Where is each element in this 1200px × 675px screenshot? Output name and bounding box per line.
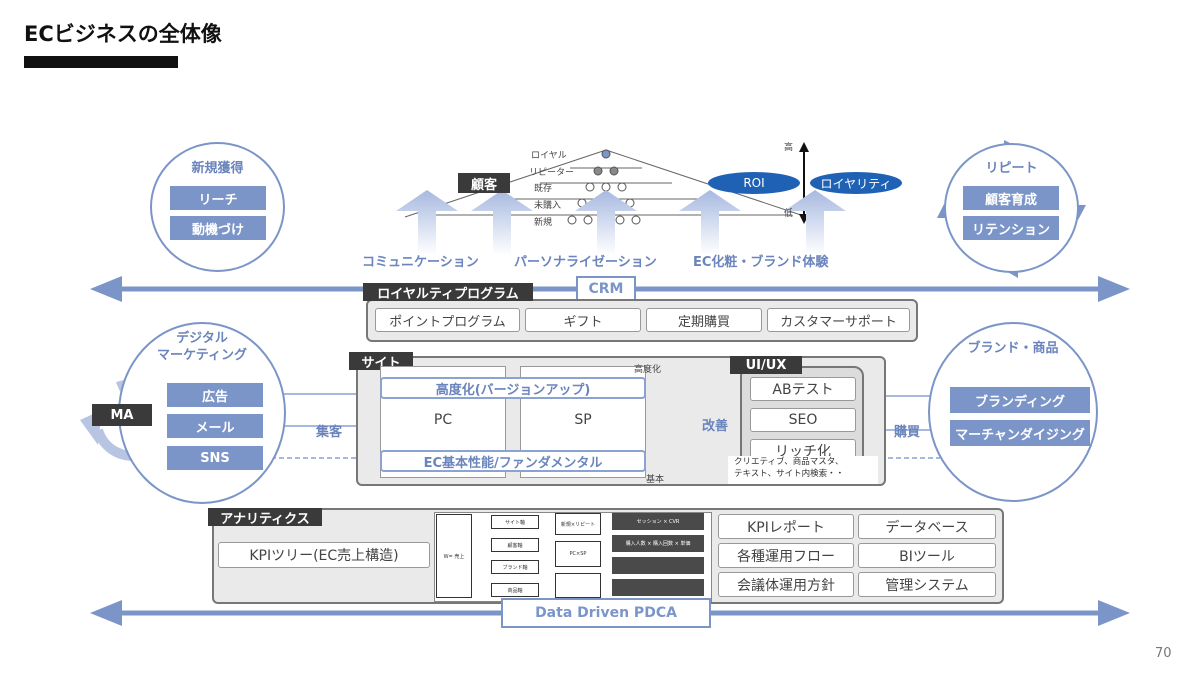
email-button[interactable]: メール xyxy=(167,414,263,438)
pc-label: PC xyxy=(433,412,453,428)
kaizen-label: 改善 xyxy=(701,418,728,434)
meeting-policy-box[interactable]: 会議体運用方針 xyxy=(718,572,854,597)
page-number: 70 xyxy=(1155,646,1172,661)
operation-flow-box[interactable]: 各種運用フロー xyxy=(718,543,854,568)
kpi-tree-box[interactable]: KPIツリー(EC売上構造) xyxy=(218,542,430,568)
kpi-node-new-repeat: 新規×リピート xyxy=(555,513,601,535)
pdca-label: Data Driven PDCA xyxy=(501,598,711,628)
gift-box[interactable]: ギフト xyxy=(525,308,641,332)
pyramid-level-loyal: ロイヤル xyxy=(531,151,567,161)
kpi-node-site: サイト軸 xyxy=(491,515,539,529)
customer-label: 顧客 xyxy=(458,173,510,193)
kpi-node-empty xyxy=(555,573,601,598)
merchandising-button[interactable]: マーチャンダイジング xyxy=(950,420,1090,446)
personalization-label: パーソナライゼーション xyxy=(514,255,657,270)
retention-button[interactable]: リテンション xyxy=(963,216,1059,240)
reach-button[interactable]: リーチ xyxy=(170,186,266,210)
ab-test-box[interactable]: ABテスト xyxy=(750,377,856,401)
upward-arrows xyxy=(396,190,846,255)
loyalty-ellipse: ロイヤリティ xyxy=(810,172,902,194)
axis-low-label: 低 xyxy=(784,209,794,219)
axis-high-label: 高 xyxy=(784,143,794,153)
pyramid-level-existing: 既存 xyxy=(534,184,553,194)
kpi-node-customer: 顧客軸 xyxy=(491,538,539,552)
acquisition-traffic-label: 集客 xyxy=(316,425,343,440)
kpi-node-brand: ブランド軸 xyxy=(491,560,539,574)
brand-experience-label: EC化粧・ブランド体験 xyxy=(693,255,829,270)
site-axis-bottom-label: 基本 xyxy=(646,475,665,485)
uiux-label: UI/UX xyxy=(730,356,802,374)
pyramid-level-unpurchased: 未購入 xyxy=(534,201,562,211)
digital-marketing-title: デジタル マーケティング xyxy=(157,331,247,363)
title-underline xyxy=(24,56,178,68)
kpi-node-pc-sp: PC×SP xyxy=(555,541,601,567)
branding-button[interactable]: ブランディング xyxy=(950,387,1090,413)
communication-label: コミュニケーション xyxy=(362,255,479,270)
kpi-tree-root: W= 売上 xyxy=(436,514,472,598)
kpi-node-product: 商品軸 xyxy=(491,583,539,597)
pyramid-level-new: 新規 xyxy=(534,218,553,228)
kpi-node-buyers-orders-price: 購入人数 × 購入回数 × 単価 xyxy=(612,535,704,552)
sp-label: SP xyxy=(574,412,592,428)
brand-title: ブランド・商品 xyxy=(967,341,1059,356)
database-box[interactable]: データベース xyxy=(858,514,996,539)
seo-box[interactable]: SEO xyxy=(750,408,856,432)
sns-button[interactable]: SNS xyxy=(167,446,263,470)
uiux-note: クリエティブ、商品マスタ、 テキスト、サイト内検索・・ xyxy=(728,456,878,484)
subscription-box[interactable]: 定期購買 xyxy=(646,308,762,332)
bi-tool-box[interactable]: BIツール xyxy=(858,543,996,568)
acquisition-title: 新規獲得 xyxy=(191,161,244,176)
kpi-node-session-cvr: セッション × CVR xyxy=(612,513,704,530)
ma-label: MA xyxy=(92,404,152,426)
site-axis-top-label: 高度化 xyxy=(634,365,662,375)
motivation-button[interactable]: 動機づけ xyxy=(170,216,266,240)
management-system-box[interactable]: 管理システム xyxy=(858,572,996,597)
kpi-node-dark-3 xyxy=(612,557,704,574)
pyramid-level-repeater: リピーター xyxy=(529,168,575,178)
roi-ellipse: ROI xyxy=(708,172,800,194)
kpi-node-dark-4 xyxy=(612,579,704,596)
point-program-box[interactable]: ポイントプログラム xyxy=(375,308,520,332)
kpi-report-box[interactable]: KPIレポート xyxy=(718,514,854,539)
purchase-label: 購買 xyxy=(894,425,921,440)
page-title: ECビジネスの全体像 xyxy=(24,22,222,46)
fundamentals-bar: EC基本性能/ファンダメンタル xyxy=(380,450,646,472)
ads-button[interactable]: 広告 xyxy=(167,383,263,407)
customer-nurture-button[interactable]: 顧客育成 xyxy=(963,186,1059,210)
analytics-label: アナリティクス xyxy=(208,508,322,527)
loyalty-program-label: ロイヤルティプログラム xyxy=(363,283,533,302)
version-up-bar: 高度化(バージョンアップ) xyxy=(380,377,646,399)
customer-support-box[interactable]: カスタマーサポート xyxy=(767,308,910,332)
crm-label: CRM xyxy=(576,276,636,302)
repeat-title: リピート xyxy=(985,161,1038,176)
